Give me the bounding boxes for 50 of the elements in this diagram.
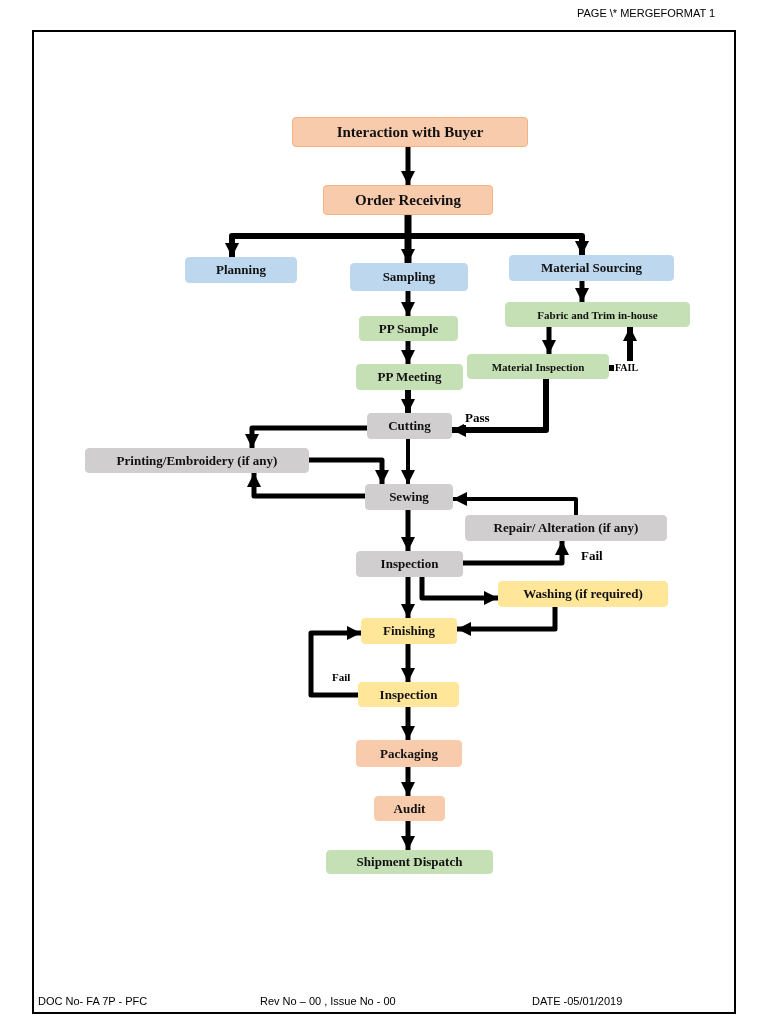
arrow <box>401 767 415 796</box>
process-box: Audit <box>374 796 445 821</box>
process-box: Inspection <box>358 682 459 707</box>
arrow <box>452 379 549 437</box>
arrow <box>463 541 569 566</box>
arrow <box>401 215 415 263</box>
process-box: Repair/ Alteration (if any) <box>465 515 667 541</box>
arrow <box>401 510 415 551</box>
arrow <box>308 626 361 698</box>
arrow <box>401 577 415 618</box>
process-box: Inspection <box>356 551 463 577</box>
arrow <box>453 492 578 515</box>
process-box: Printing/Embroidery (if any) <box>85 448 309 473</box>
process-box: PP Sample <box>359 316 458 341</box>
arrow <box>309 457 389 484</box>
arrow <box>419 577 498 605</box>
arrow <box>405 215 589 255</box>
edge-label: Pass <box>464 411 491 425</box>
process-box: Packaging <box>356 740 462 767</box>
arrow <box>401 341 415 364</box>
arrow <box>457 607 558 636</box>
process-box: Washing (if required) <box>498 581 668 607</box>
arrow <box>542 327 556 354</box>
process-box: Planning <box>185 257 297 283</box>
document-number: DOC No- FA 7P - PFC <box>38 995 148 1008</box>
arrow <box>401 707 415 740</box>
document-date: DATE -05/01/2019 <box>532 995 623 1008</box>
process-box: Fabric and Trim in-house <box>505 302 690 327</box>
arrow <box>575 281 589 302</box>
process-box: Material Inspection <box>467 354 609 379</box>
process-box: Interaction with Buyer <box>292 117 528 147</box>
edge-label: Fail <box>580 549 604 563</box>
arrow <box>401 291 415 316</box>
arrow <box>247 473 365 499</box>
process-box: Shipment Dispatch <box>326 850 493 874</box>
process-box: Sewing <box>365 484 453 510</box>
process-box: Material Sourcing <box>509 255 674 281</box>
process-box: Finishing <box>361 618 457 644</box>
process-box: Cutting <box>367 413 452 439</box>
process-box: Sampling <box>350 263 468 291</box>
arrow <box>401 439 415 484</box>
arrow <box>401 147 415 185</box>
process-box: PP Meeting <box>356 364 463 390</box>
process-box: Order Receiving <box>323 185 493 215</box>
arrow <box>401 821 415 850</box>
arrow <box>401 644 415 682</box>
arrow <box>245 425 367 448</box>
arrow <box>401 390 415 413</box>
revision-number: Rev No – 00 , Issue No - 00 <box>260 995 396 1008</box>
page-number-field: PAGE \* MERGEFORMAT 1 <box>577 7 716 20</box>
